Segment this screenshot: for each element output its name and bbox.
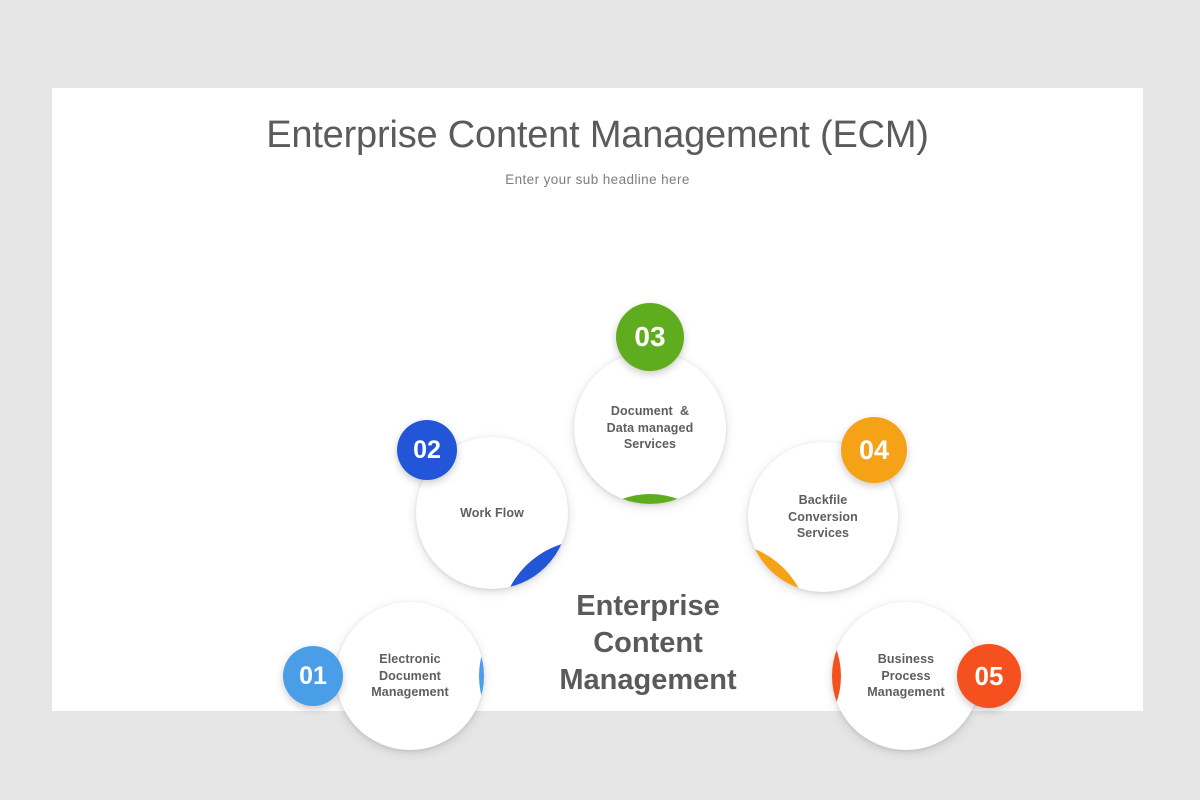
node-label: Work Flow — [416, 437, 568, 589]
node-badge-03[interactable]: 03 — [616, 303, 684, 371]
ecm-diagram: Enterprise Content Management Electronic… — [52, 88, 1143, 750]
node-badge-number: 04 — [858, 434, 890, 465]
node-label-line: Process — [881, 668, 931, 683]
node-badge-number: 01 — [299, 661, 327, 690]
slide-canvas: Enterprise Content Management (ECM) Ente… — [52, 88, 1143, 750]
node-label-line: Business — [877, 652, 935, 667]
node-label-line: Management — [371, 685, 449, 700]
node-label-line: Work Flow — [460, 505, 524, 520]
node-disc — [574, 352, 726, 504]
node-label-line: Services — [796, 526, 850, 541]
node-label-line: Services — [623, 437, 677, 452]
node-badge-number: 05 — [974, 660, 1004, 691]
node-label-line: Document — [379, 668, 441, 683]
node-label-line: Backfile — [798, 493, 848, 508]
node-disc — [336, 602, 484, 750]
page-title: Enterprise Content Management (ECM) — [266, 114, 929, 156]
center-label: Enterprise Content Management — [498, 588, 798, 699]
node-label-line: Electronic — [379, 652, 441, 667]
node-label-line: Data managed — [606, 420, 694, 435]
page-subtitle: Enter your sub headline here — [505, 172, 690, 187]
center-label-line-3: Management — [559, 664, 737, 697]
center-label-line-1: Enterprise — [576, 590, 720, 622]
node-disc — [832, 602, 980, 750]
node-badge-01[interactable]: 01 — [283, 646, 343, 706]
node-label-line: Management — [867, 685, 945, 700]
node-label-line: Document & — [610, 404, 690, 419]
node-badge-02[interactable]: 02 — [397, 420, 457, 480]
node-badge-04[interactable]: 04 — [841, 417, 907, 483]
node-badge-number: 02 — [413, 435, 441, 464]
node-badge-number: 03 — [634, 321, 666, 352]
node-label-line: Conversion — [788, 509, 858, 524]
center-label-line-2: Content — [593, 627, 703, 660]
node-badge-05[interactable]: 05 — [957, 644, 1021, 708]
